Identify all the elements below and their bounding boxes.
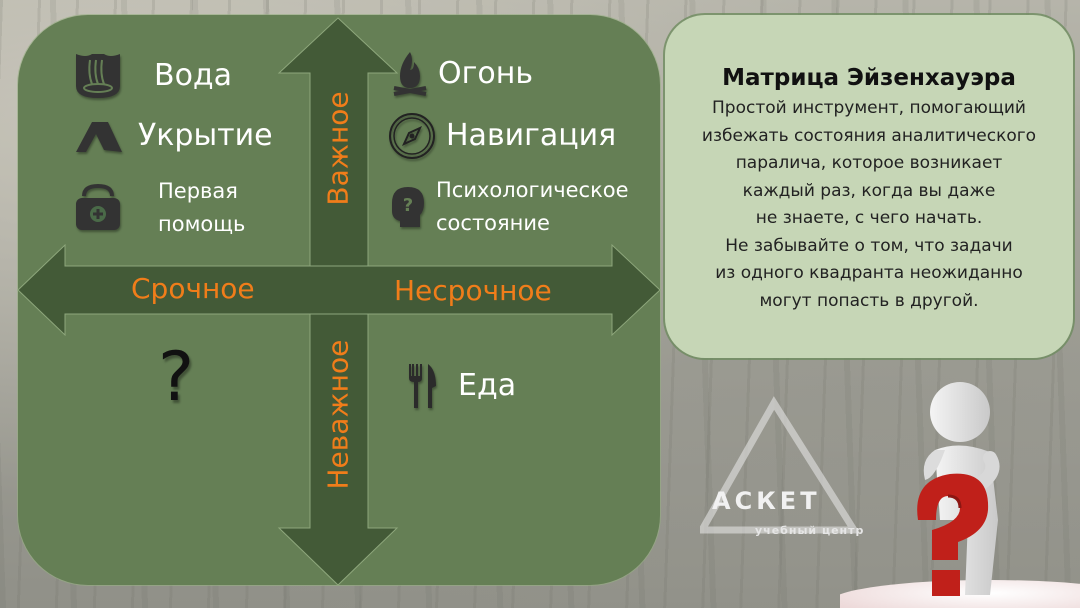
axis-label-not-urgent: Несрочное [394,274,552,307]
tent-icon [72,110,124,162]
matrix-item-psychological-state: ? Психологическое состояние [388,174,629,239]
head-question-icon: ? [388,181,428,233]
info-line: Не забывайте о том, что задачи [725,235,1013,256]
item-label: Психологическое состояние [436,178,629,235]
info-line: паралича, которое возникает [735,153,1003,173]
logo-name: АСКЕТ [712,487,821,515]
campfire-icon [390,48,430,100]
asket-logo-triangle-icon [700,396,860,534]
info-line: могут попасть в другой. [759,290,979,311]
item-label: Укрытие [138,117,273,153]
axis-label-unimportant: Неважное [321,339,355,490]
thinking-person-question-icon [840,382,1080,608]
item-label: Навигация [446,117,617,153]
axis-label-important: Важное [321,91,355,206]
info-line: избежать состояния аналитического [701,125,1037,146]
water-icon [72,50,124,102]
info-line: каждый раз, когда вы даже [742,180,996,201]
matrix-item-first-aid: Первая помощь [72,175,245,240]
matrix-item-shelter: Укрытие [72,110,273,162]
compass-icon [386,110,438,162]
matrix-item-water: Вода [72,50,232,102]
info-line: Простой инструмент, помогающий [712,98,1026,118]
item-label: Огонь [438,55,534,91]
item-label: Вода [154,57,233,93]
matrix-item-navigation: Навигация [386,110,616,162]
info-panel: Матрица Эйзенхауэра Простой инструмент, … [665,15,1073,358]
info-title: Матрица Эйзенхауэра [722,65,1016,91]
logo-subtitle: учебный центр [755,524,865,537]
matrix-item-food: Еда [406,360,516,412]
question-mark: ? [158,338,195,417]
item-label: Первая помощь [158,179,246,236]
axis-label-urgent: Срочное [131,272,255,305]
info-line: не знаете, с чего начать. [755,208,983,228]
first-aid-kit-icon [72,182,124,234]
svg-text:?: ? [403,195,413,216]
fork-knife-icon [406,360,440,412]
item-label: Еда [458,367,517,403]
matrix-item-fire: Огонь [390,48,533,100]
info-line: из одного квадранта неожиданно [715,263,1023,283]
